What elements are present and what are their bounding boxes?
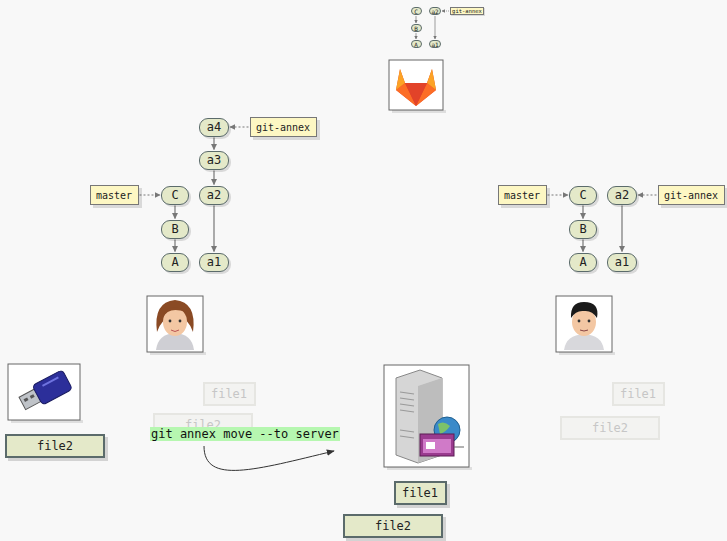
node-text: B xyxy=(579,222,586,236)
server-icon xyxy=(384,365,472,470)
commit-node: a3 xyxy=(199,151,229,170)
parent-arrow xyxy=(582,206,583,219)
node-text: a3 xyxy=(207,153,221,167)
parent-arrow xyxy=(174,206,175,219)
absent-file-box: file2 xyxy=(560,416,660,440)
node-text: file2 xyxy=(375,519,411,533)
ref-pointer-arrow xyxy=(442,11,449,12)
node-text: git-annex xyxy=(452,8,482,14)
node-text: B xyxy=(171,222,178,236)
parent-arrow xyxy=(416,33,417,39)
commit-node: a4 xyxy=(199,118,229,137)
node-text: file1 xyxy=(620,387,656,401)
file-box: file1 xyxy=(394,481,447,505)
parent-arrow xyxy=(213,206,214,252)
bob-avatar xyxy=(556,296,615,355)
commit-node: a1 xyxy=(429,40,441,48)
node-text: A xyxy=(579,255,586,269)
commit-node: a1 xyxy=(607,253,637,272)
absent-file-box: file1 xyxy=(612,382,665,406)
parent-arrow xyxy=(621,206,622,252)
commit-node: C xyxy=(161,186,189,205)
file-box: file2 xyxy=(5,434,105,458)
node-text: a2 xyxy=(615,188,629,202)
commit-node: B xyxy=(161,220,189,239)
alice-avatar xyxy=(147,296,206,355)
node-text: a1 xyxy=(431,41,438,48)
node-text: master xyxy=(96,190,132,201)
node-text: C xyxy=(171,188,178,202)
commit-node: A xyxy=(161,253,189,272)
ref-pointer-arrow xyxy=(140,194,161,195)
commit-node: C xyxy=(569,186,597,205)
node-text: a1 xyxy=(615,255,629,269)
absent-file-box: file1 xyxy=(203,382,256,406)
parent-arrow xyxy=(174,240,175,252)
node-text: master xyxy=(504,190,540,201)
ref-pointer-box: git-annex xyxy=(250,117,317,137)
ref-pointer-box: git-annex xyxy=(658,185,725,205)
commit-node: A xyxy=(569,253,597,272)
node-text: git-annex xyxy=(256,122,310,133)
parent-arrow xyxy=(213,171,214,185)
commit-node: a1 xyxy=(199,253,229,272)
ref-pointer-arrow xyxy=(230,126,249,127)
node-text: file2 xyxy=(37,439,73,453)
commit-node: A xyxy=(411,40,422,48)
node-text: a2 xyxy=(431,8,438,15)
commit-node: B xyxy=(569,220,597,239)
commit-node: C xyxy=(411,7,422,15)
usb-stick-icon xyxy=(8,364,83,423)
ref-pointer-box: master xyxy=(90,185,139,205)
gitlab-logo xyxy=(389,60,446,113)
node-text: C xyxy=(579,188,586,202)
move-arrow xyxy=(204,446,334,470)
node-text: B xyxy=(414,25,418,32)
commit-node: B xyxy=(411,24,422,32)
parent-arrow xyxy=(213,138,214,150)
commit-node: a2 xyxy=(199,186,229,205)
parent-arrow xyxy=(435,16,436,39)
node-text: a1 xyxy=(207,255,221,269)
ref-pointer-box: master xyxy=(498,185,547,205)
node-text: file1 xyxy=(402,486,438,500)
node-text: a2 xyxy=(207,188,221,202)
commit-node: a2 xyxy=(607,186,637,205)
ref-pointer-arrow xyxy=(638,194,657,195)
file-box: file2 xyxy=(343,514,443,538)
node-text: A xyxy=(171,255,178,269)
node-text: C xyxy=(414,8,418,15)
command-label: git annex move --to server xyxy=(150,427,340,441)
node-text: a4 xyxy=(207,120,221,134)
node-text: file1 xyxy=(211,387,247,401)
parent-arrow xyxy=(416,16,417,23)
ref-pointer-box: git-annex xyxy=(450,7,484,15)
ref-pointer-arrow xyxy=(548,194,569,195)
node-text: git-annex xyxy=(664,190,718,201)
commit-node: a2 xyxy=(429,7,441,15)
node-text: file2 xyxy=(592,421,628,435)
parent-arrow xyxy=(582,240,583,252)
node-text: A xyxy=(414,41,418,48)
